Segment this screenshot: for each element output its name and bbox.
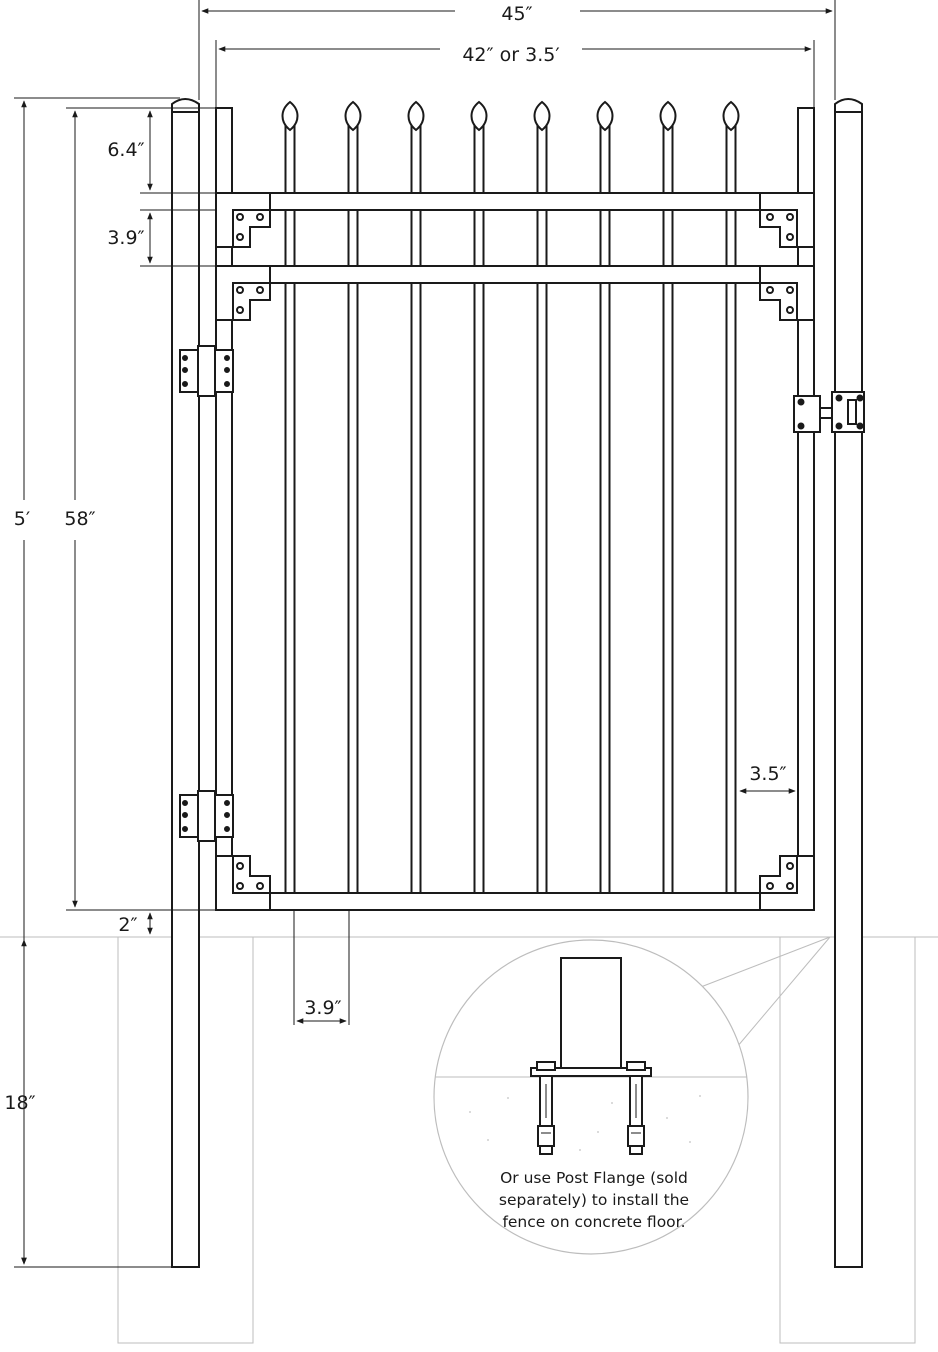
gate-height-label: 58″ (64, 508, 95, 530)
callout-line-top (692, 936, 831, 991)
right-post (834, 111, 863, 1268)
picket (344, 100, 362, 894)
inset-concrete-speckle (469, 1095, 701, 1151)
callout-line-bottom (736, 936, 831, 1048)
picket (281, 100, 299, 894)
posts (171, 98, 863, 1268)
bracket-top-left (215, 192, 271, 248)
inset-note-line-1: Or use Post Flange (sold (500, 1169, 688, 1187)
gate-latch (793, 391, 865, 433)
picket (533, 100, 551, 894)
top-spike-offset-label: 6.4″ (107, 139, 144, 161)
bracket-bottom-left (215, 855, 271, 911)
middle-rail (215, 265, 815, 284)
bracket-mid-right (759, 265, 815, 321)
top-rail (215, 192, 815, 211)
lower-hinge (179, 790, 234, 842)
left-post (171, 111, 200, 1268)
left-bolt-nut (536, 1061, 556, 1071)
ground-clearance-label: 2″ (118, 914, 137, 936)
dimension-labels: 45″ 42″ or 3.5′ 6.4″ 3.9″ 5′ 58″ 2″ 3.9″… (4, 3, 786, 1114)
right-bolt-nut (626, 1061, 646, 1071)
right-post-cap (834, 98, 863, 113)
flange-plate (530, 1067, 652, 1077)
picket-spear-top (407, 100, 425, 132)
hinges (179, 345, 234, 842)
flange-hardware (530, 957, 652, 1155)
bottom-rail (215, 892, 815, 911)
rail-spacing-label: 3.9″ (107, 227, 144, 249)
inset-post (560, 957, 622, 1069)
picket-spear-top (659, 100, 677, 132)
pickets (281, 100, 740, 894)
post-flange-inset: Or use Post Flange (sold separately) to … (433, 939, 749, 1255)
burial-depth-label: 18″ (4, 1092, 35, 1114)
picket-spear-top (722, 100, 740, 132)
picket (407, 100, 425, 894)
inset-circle (433, 939, 749, 1255)
bottom-picket-spacing-label: 3.9″ (304, 997, 341, 1019)
picket (722, 100, 740, 894)
inset-note-line-3: fence on concrete floor. (502, 1213, 685, 1231)
inset-note-line-2: separately) to install the (499, 1191, 689, 1209)
corner-brackets (215, 192, 815, 911)
gate-frame (215, 107, 815, 911)
bracket-bottom-right (759, 855, 815, 911)
upper-hinge (179, 345, 234, 397)
gate-width-label: 42″ or 3.5′ (462, 44, 559, 66)
picket (596, 100, 614, 894)
side-gap-label: 3.5″ (749, 763, 786, 785)
picket-spear-top (533, 100, 551, 132)
overall-width-label: 45″ (501, 3, 532, 25)
overall-height-label: 5′ (14, 508, 30, 530)
bracket-top-right (759, 192, 815, 248)
picket-spear-top (344, 100, 362, 132)
picket-spear-top (281, 100, 299, 132)
picket (659, 100, 677, 894)
picket (470, 100, 488, 894)
picket-spear-top (596, 100, 614, 132)
dimension-lines (14, 0, 836, 1268)
left-post-cap (171, 98, 200, 113)
bracket-mid-left (215, 265, 271, 321)
picket-spear-top (470, 100, 488, 132)
